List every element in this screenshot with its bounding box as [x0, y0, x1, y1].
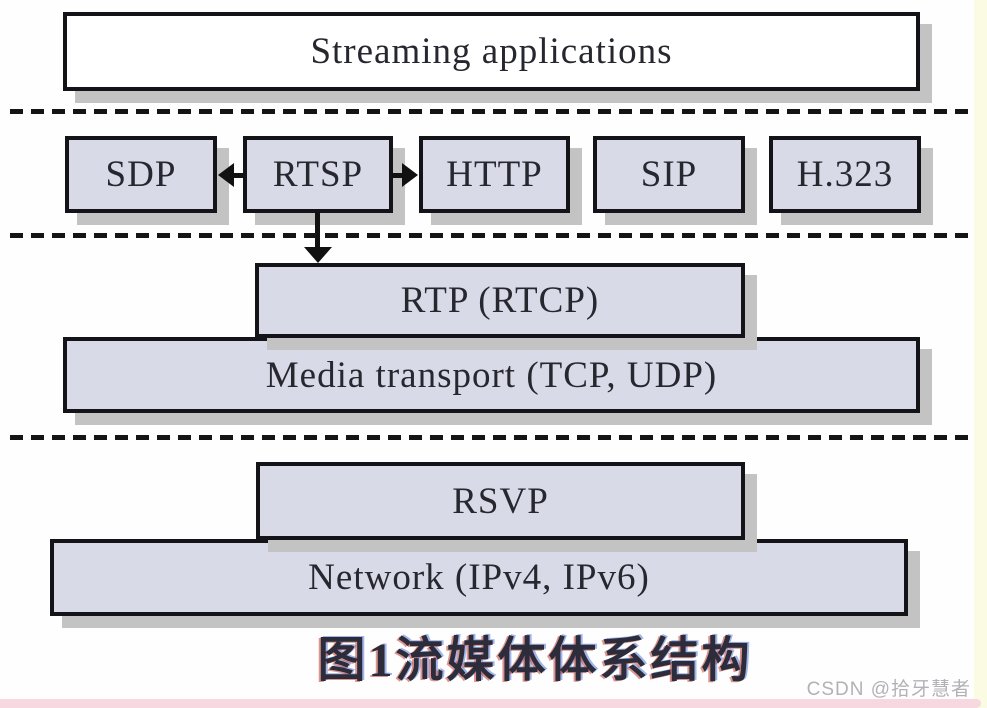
box-sdp: SDP [65, 136, 217, 213]
dashed-separator-3 [10, 435, 973, 440]
figure-caption: 图1流媒体体系结构 [317, 634, 753, 687]
box-rsvp: RSVP [256, 462, 745, 540]
rtsp-to-rtp-arrowhead-icon [304, 247, 332, 263]
box-sip-label: SIP [640, 154, 698, 195]
box-sip: SIP [593, 136, 745, 213]
page-edge-strip-right [974, 0, 987, 708]
box-http: HTTP [419, 136, 570, 213]
page-edge-strip-bottom [0, 699, 981, 708]
dashed-separator-2 [10, 233, 973, 238]
box-http-label: HTTP [446, 154, 543, 195]
box-h323: H.323 [769, 136, 921, 213]
box-rtp-rtcp-label: RTP (RTCP) [400, 280, 600, 321]
box-media-transport: Media transport (TCP, UDP) [63, 337, 920, 413]
rtsp-to-http-arrowhead-icon [402, 163, 418, 187]
box-network-label: Network (IPv4, IPv6) [308, 557, 650, 598]
box-rsvp-label: RSVP [452, 480, 549, 522]
box-rtp-rtcp: RTP (RTCP) [255, 263, 745, 338]
box-rtsp-label: RTSP [272, 154, 364, 195]
rtsp-to-sdp-arrowhead-icon [218, 163, 234, 187]
box-rtsp: RTSP [243, 136, 393, 213]
box-media-transport-label: Media transport (TCP, UDP) [265, 354, 718, 396]
csdn-watermark: CSDN @拾牙慧者 [806, 679, 971, 700]
box-h323-label: H.323 [796, 154, 894, 195]
box-streaming-applications-label: Streaming applications [310, 31, 673, 72]
box-streaming-applications: Streaming applications [63, 12, 920, 91]
rtsp-to-rtp-arrow-shaft [315, 212, 320, 249]
dashed-separator-1 [10, 109, 973, 114]
box-sdp-label: SDP [105, 154, 177, 195]
rtsp-to-http-arrow-shaft [392, 173, 404, 178]
box-network: Network (IPv4, IPv6) [50, 539, 908, 616]
rtsp-to-sdp-arrow-shaft [231, 173, 244, 178]
